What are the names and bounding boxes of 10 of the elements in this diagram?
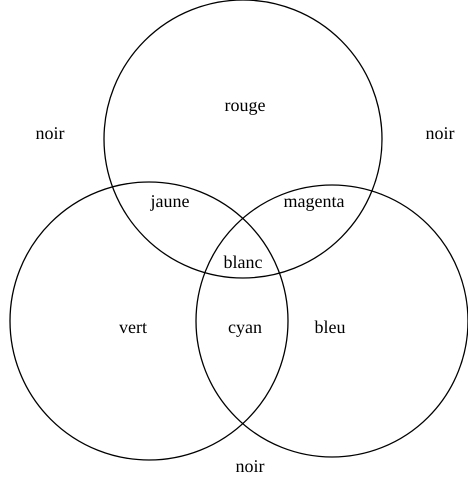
region-label: jaune	[150, 192, 190, 210]
region-label: cyan	[228, 318, 262, 336]
set-label: rouge	[224, 96, 266, 114]
region-label: noir	[426, 124, 454, 142]
region-label: blanc	[224, 253, 262, 271]
set-label: vert	[119, 318, 147, 336]
region-label: noir	[236, 457, 264, 475]
set-label: bleu	[314, 318, 346, 336]
region-label: magenta	[284, 192, 344, 210]
region-label: noir	[36, 124, 64, 142]
